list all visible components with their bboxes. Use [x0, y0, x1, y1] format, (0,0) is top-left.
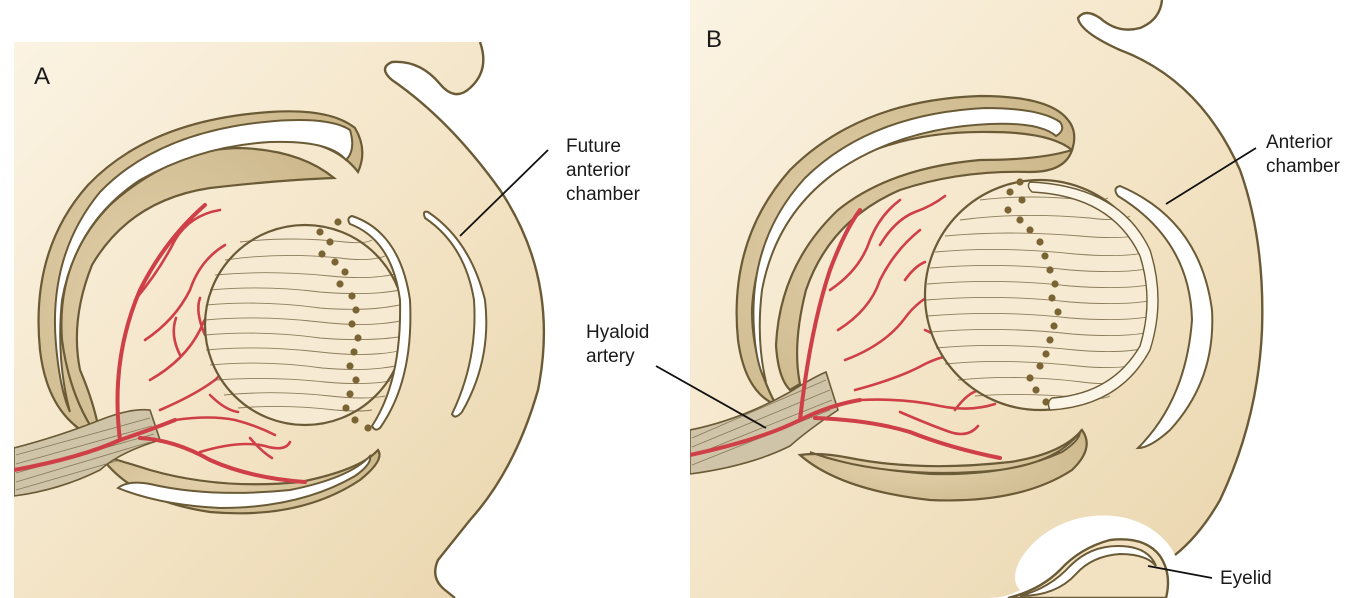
eyelid-label: Eyelid — [1220, 568, 1272, 589]
panel-b: B Anterior chamber Eyelid — [690, 0, 1341, 598]
future-anterior-chamber-label: Future anterior chamber — [566, 136, 641, 205]
panel-a: A Future anterior chamber — [14, 42, 641, 598]
panel-b-letter: B — [706, 26, 722, 53]
panel-b-eyelid — [1008, 539, 1168, 598]
hyaloid-artery-label: Hyaloid artery — [586, 322, 655, 367]
anterior-chamber-label: Anterior chamber — [1266, 132, 1341, 177]
panel-a-letter: A — [34, 63, 50, 90]
panel-b-lens — [925, 178, 1158, 410]
